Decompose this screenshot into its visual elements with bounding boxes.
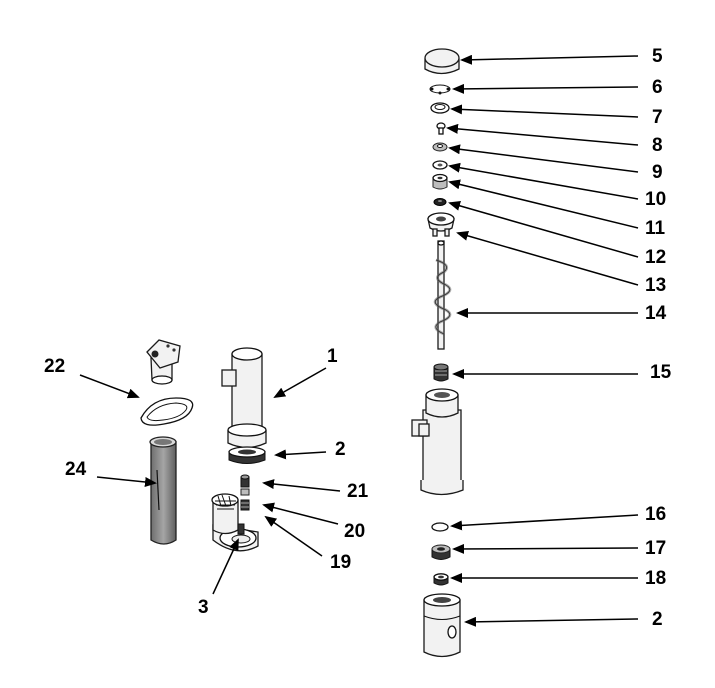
- part-3-motor-base: [211, 493, 259, 552]
- part-12-oring: [433, 198, 447, 206]
- leader-13: [456, 230, 639, 286]
- leader-2-right: [464, 616, 639, 627]
- callout-19: 19: [330, 552, 351, 573]
- part-11-bearing: [432, 173, 448, 190]
- right-assembly-stack: [411, 48, 464, 658]
- part-9-washer: [432, 142, 448, 152]
- part-22-belt: [140, 397, 194, 426]
- callout-3: 3: [198, 597, 209, 618]
- callout-21: 21: [347, 481, 369, 502]
- leader-5: [460, 54, 639, 65]
- callout-16: 16: [645, 504, 666, 525]
- leader-21: [262, 479, 341, 492]
- part-17-seal: [431, 544, 451, 560]
- callout-20: 20: [344, 521, 365, 542]
- leader-11: [448, 179, 639, 229]
- leader-2-left: [274, 449, 327, 460]
- leader-17: [452, 543, 639, 554]
- callout-2-right: 2: [652, 609, 663, 630]
- callout-1: 1: [327, 346, 338, 367]
- part-5-cap: [424, 48, 460, 75]
- part-18-seal: [433, 573, 449, 586]
- part-24-tube: [149, 436, 177, 545]
- leader-1: [273, 367, 327, 398]
- part-10-washer: [432, 160, 448, 170]
- part-20-spring: [240, 499, 250, 511]
- left-assembly: [140, 339, 267, 552]
- leader-7: [450, 104, 639, 118]
- callout-22: 22: [44, 356, 65, 377]
- leader-lines: [79, 54, 639, 627]
- part-16-oring: [431, 522, 449, 532]
- callout-14: 14: [645, 303, 667, 324]
- leader-16: [450, 514, 639, 531]
- part-22-elbow: [146, 339, 181, 385]
- leader-3: [212, 538, 239, 595]
- part-2-ring-left: [228, 446, 266, 464]
- part-6-ring: [429, 84, 451, 95]
- callout-7: 7: [652, 107, 663, 128]
- leader-6: [452, 83, 639, 94]
- leader-8: [446, 123, 639, 146]
- leader-19: [264, 515, 323, 557]
- leader-22: [79, 374, 140, 399]
- callout-2-left: 2: [335, 439, 346, 460]
- callout-8: 8: [652, 135, 663, 156]
- callout-5: 5: [652, 46, 663, 67]
- callout-24: 24: [65, 459, 87, 480]
- callout-13: 13: [645, 275, 666, 296]
- leader-24: [96, 476, 157, 487]
- part-14-auger-shaft: [433, 240, 452, 350]
- leader-9: [448, 144, 639, 173]
- part-15-spring: [433, 363, 449, 382]
- callout-15: 15: [650, 362, 672, 383]
- leader-10: [448, 162, 639, 200]
- leader-12: [448, 200, 639, 258]
- callout-10: 10: [645, 189, 666, 210]
- part-1-column: [221, 347, 267, 449]
- part-13-housing-top: [427, 212, 455, 237]
- callout-6: 6: [652, 77, 663, 98]
- part-2-base-right: [423, 593, 461, 658]
- part-8-screw: [436, 122, 446, 135]
- callout-12: 12: [645, 247, 666, 268]
- part-21-valve: [240, 474, 250, 496]
- callout-18: 18: [645, 568, 666, 589]
- leader-20: [262, 502, 339, 525]
- callout-11: 11: [645, 218, 666, 239]
- callout-17: 17: [645, 538, 666, 559]
- callout-labels: 5 6 7 8 9 10 11 12 13 14 15 16 17 18 2 2…: [44, 46, 672, 630]
- part-7-ring: [430, 102, 450, 114]
- main-cylinder-body: [411, 388, 464, 496]
- callout-9: 9: [652, 162, 663, 183]
